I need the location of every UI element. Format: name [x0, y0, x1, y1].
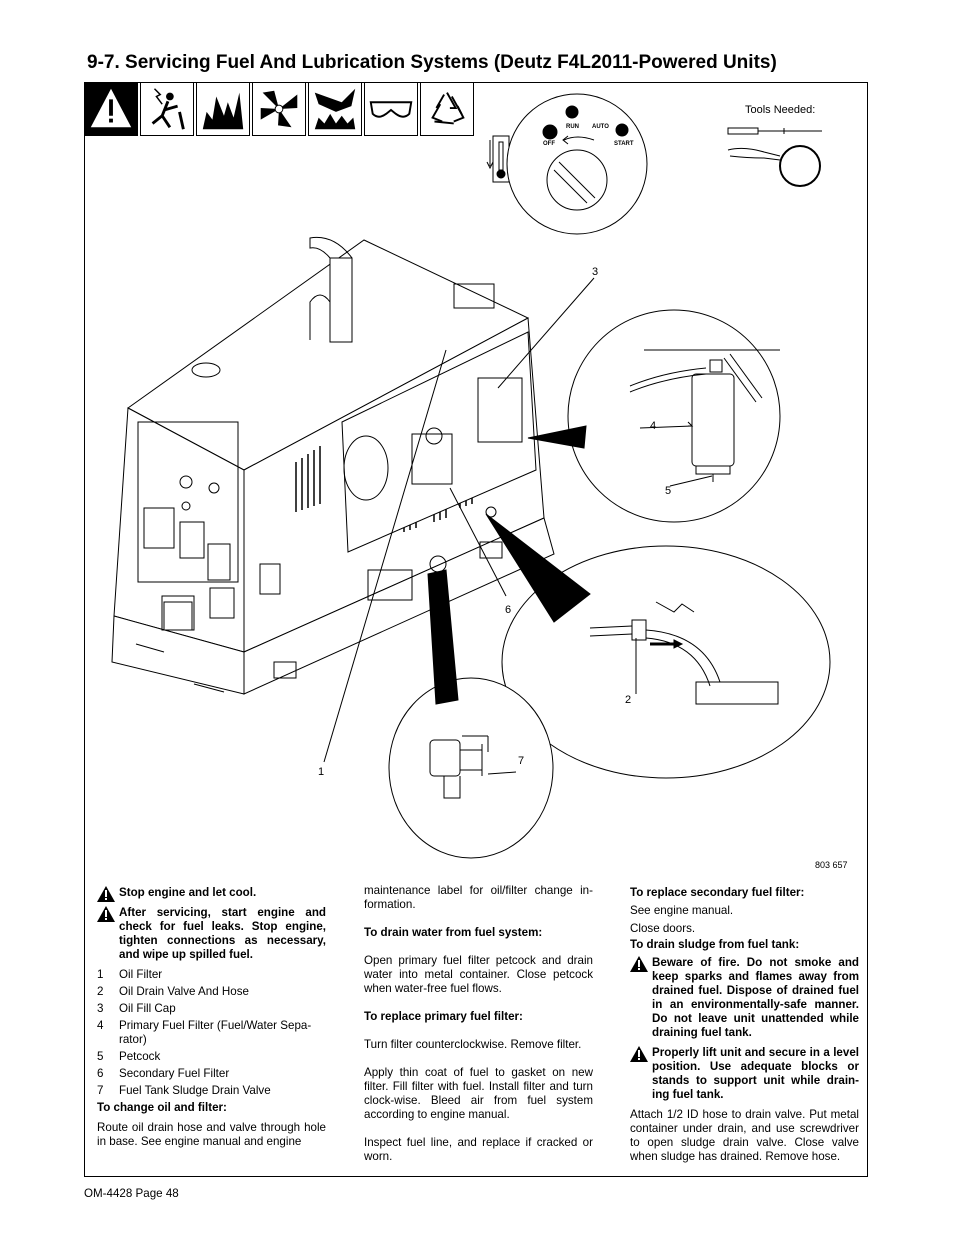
callout-5: 5	[665, 485, 672, 497]
warning-text: Stop engine and let cool.	[119, 886, 257, 899]
item-number: 4	[97, 1019, 104, 1032]
generator-body	[111, 236, 555, 695]
filter-wrench-icon	[727, 145, 821, 187]
callout-2: 2	[625, 694, 632, 706]
switch-label-off: OFF	[543, 141, 555, 147]
callout-7: 7	[518, 755, 525, 767]
text-column-2: maintenance label for oil/filter change …	[364, 884, 593, 1170]
item-number: 1	[97, 968, 104, 981]
warning-fire: Beware of fire. Do not smoke and keep sp…	[630, 956, 859, 1040]
warning-text: After servicing, start engine and check …	[119, 906, 326, 961]
callout-6: 6	[505, 604, 512, 616]
primary-fuel-filter-detail	[567, 309, 781, 523]
page-title: 9-7. Servicing Fuel And Lubrication Syst…	[87, 52, 777, 73]
callout-4: 4	[650, 420, 657, 432]
callout-1: 1	[318, 766, 325, 778]
callout-3: 3	[592, 266, 599, 278]
section-heading: To replace secondary fuel filter:	[630, 886, 805, 899]
sludge-drain-valve-detail	[388, 677, 554, 859]
paragraph: Open primary fuel filter petcock and dra…	[364, 954, 593, 995]
list-item: 7 Fuel Tank Sludge Drain Valve	[97, 1084, 326, 1098]
item-number: 7	[97, 1084, 104, 1097]
electric-shock-icon	[140, 82, 194, 136]
generator-diagram	[111, 93, 831, 859]
list-item: 4 Primary Fuel Filter (Fuel/Water Sepa-ra…	[97, 1019, 326, 1047]
warning-icon	[97, 886, 115, 902]
hot-surface-icon	[308, 82, 362, 136]
figure-frame	[84, 82, 868, 1177]
warning-icon	[630, 1046, 648, 1062]
warning-text: Properly lift unit and secure in a level…	[652, 1046, 859, 1101]
warning-icon	[630, 956, 648, 972]
paragraph: maintenance label for oil/filter change …	[364, 884, 593, 911]
item-label: Oil Fill Cap	[119, 1002, 176, 1015]
section-heading: To change oil and filter:	[97, 1101, 227, 1114]
recycle-icon	[420, 82, 474, 136]
section-heading: To drain water from fuel system:	[364, 926, 543, 939]
hazard-icons	[84, 82, 476, 138]
list-item: 2 Oil Drain Valve And Hose	[97, 985, 326, 999]
item-number: 2	[97, 985, 104, 998]
list-item: 3 Oil Fill Cap	[97, 1002, 326, 1016]
screwdriver-icon	[727, 127, 822, 135]
warning-icon	[84, 82, 138, 136]
list-item: 6 Secondary Fuel Filter	[97, 1067, 326, 1081]
figure-number: 803 657	[815, 860, 848, 870]
engine-control-switch	[506, 93, 648, 235]
warning-lift-unit: Properly lift unit and secure in a level…	[630, 1046, 859, 1102]
item-number: 6	[97, 1067, 104, 1080]
text-column-1: Stop engine and let cool. After servicin…	[97, 886, 326, 1155]
item-label: Oil Drain Valve And Hose	[119, 985, 249, 998]
paragraph: See engine manual.	[630, 904, 734, 917]
thermometer-icon	[486, 135, 510, 183]
list-item: 5 Petcock	[97, 1050, 326, 1064]
item-label: Primary Fuel Filter (Fuel/Water Sepa-rat…	[119, 1019, 312, 1046]
list-item: 1 Oil Filter	[97, 968, 326, 982]
item-number: 3	[97, 1002, 104, 1015]
switch-label-run: RUN	[566, 124, 579, 130]
paragraph: Route oil drain hose and valve through h…	[97, 1121, 326, 1148]
warning-icon	[97, 906, 115, 922]
item-label: Oil Filter	[119, 968, 163, 981]
page-footer: OM-4428 Page 48	[84, 1187, 179, 1200]
warning-stop-engine: Stop engine and let cool.	[97, 886, 326, 902]
item-number: 5	[97, 1050, 104, 1063]
fire-icon	[196, 82, 250, 136]
paragraph: Inspect fuel line, and replace if cracke…	[364, 1136, 593, 1163]
switch-label-auto: AUTO	[592, 124, 609, 130]
paragraph: Close doors.	[630, 922, 696, 935]
section-heading: To replace primary fuel filter:	[364, 1010, 523, 1023]
paragraph: Turn filter counterclockwise. Remove fil…	[364, 1038, 582, 1051]
section-heading: To drain sludge from fuel tank:	[630, 938, 800, 951]
paragraph: Apply thin coat of fuel to gasket on new…	[364, 1066, 593, 1121]
oil-drain-valve-detail	[501, 545, 831, 779]
item-label: Fuel Tank Sludge Drain Valve	[119, 1084, 271, 1097]
tools-needed-label: Tools Needed:	[745, 104, 816, 116]
warning-text: Beware of fire. Do not smoke and keep sp…	[652, 956, 859, 1039]
item-label: Secondary Fuel Filter	[119, 1067, 230, 1080]
text-column-3: To replace secondary fuel filter: See en…	[630, 884, 859, 1170]
fan-hazard-icon	[252, 82, 306, 136]
warning-check-leaks: After servicing, start engine and check …	[97, 906, 326, 962]
safety-glasses-icon	[364, 82, 418, 136]
switch-label-start: START	[614, 141, 634, 147]
item-label: Petcock	[119, 1050, 161, 1063]
paragraph: Attach 1/2 ID hose to drain valve. Put m…	[630, 1108, 859, 1163]
